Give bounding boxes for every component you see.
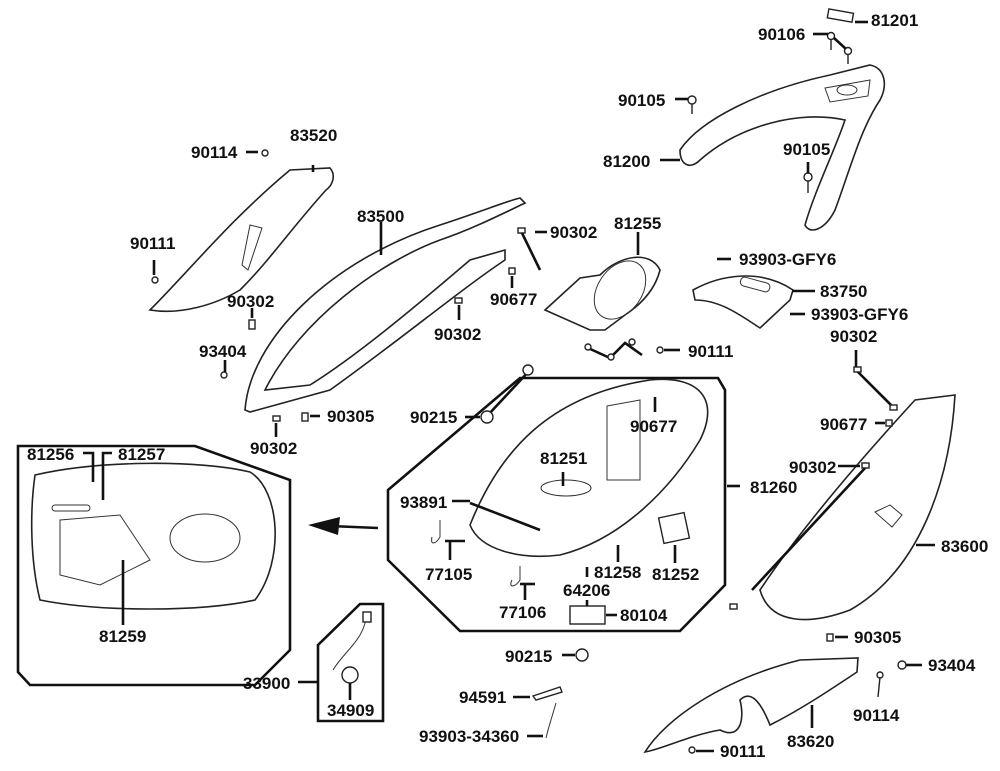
label-90215[interactable]: 90215 (410, 408, 458, 427)
label-90302[interactable]: 90302 (250, 439, 298, 458)
label-90677[interactable]: 90677 (820, 415, 868, 434)
label-90215[interactable]: 90215 (505, 647, 553, 666)
label-81259[interactable]: 81259 (99, 627, 147, 646)
cover-83600[interactable] (759, 394, 956, 621)
label-93903-34360[interactable]: 93903-34360 (419, 727, 520, 746)
label-33900[interactable]: 33900 (243, 674, 291, 693)
label-90305[interactable]: 90305 (854, 628, 902, 647)
detail-frame-left (16, 444, 292, 687)
label-80104[interactable]: 80104 (620, 606, 668, 625)
label-94591[interactable]: 94591 (459, 688, 507, 707)
label-90114[interactable]: 90114 (191, 143, 238, 162)
label-93891[interactable]: 93891 (400, 493, 448, 512)
label-81252[interactable]: 81252 (652, 565, 700, 584)
detail-frame-33900 (316, 602, 385, 723)
part-94591[interactable] (531, 686, 563, 701)
label-90677[interactable]: 90677 (490, 290, 538, 309)
label-83500[interactable]: 83500 (357, 207, 405, 226)
label-83600[interactable]: 83600 (941, 537, 989, 556)
label-90105[interactable]: 90105 (783, 140, 831, 159)
label-81201[interactable]: 81201 (871, 11, 919, 30)
label-90305[interactable]: 90305 (327, 407, 375, 426)
label-90302[interactable]: 90302 (789, 458, 837, 477)
detail-frame-center (386, 376, 727, 633)
seat-box-bottom-view[interactable] (30, 462, 276, 610)
label-90302[interactable]: 90302 (830, 327, 878, 346)
label-90106[interactable]: 90106 (758, 25, 806, 44)
label-77105[interactable]: 77105 (425, 565, 473, 584)
label-90302[interactable]: 90302 (550, 223, 598, 242)
cover-83500[interactable] (244, 197, 527, 413)
label-81251[interactable]: 81251 (540, 449, 588, 468)
label-81256[interactable]: 81256 (27, 445, 75, 464)
label-83520[interactable]: 83520 (290, 126, 338, 145)
cover-83520[interactable] (148, 167, 335, 313)
plate-81252[interactable] (657, 511, 691, 545)
harness-33900[interactable] (332, 611, 372, 684)
label-81257[interactable]: 81257 (118, 445, 166, 464)
label-81255[interactable]: 81255 (614, 214, 662, 233)
label-64206[interactable]: 64206 (563, 581, 611, 600)
label-93903-gfy6[interactable]: 93903-GFY6 (811, 305, 909, 324)
label-83620[interactable]: 83620 (787, 732, 835, 751)
label-90111[interactable]: 90111 (130, 234, 176, 253)
cover-83620[interactable] (643, 657, 859, 754)
label-90105[interactable]: 90105 (618, 91, 666, 110)
label-90677[interactable]: 90677 (630, 417, 678, 436)
label-81258[interactable]: 81258 (594, 563, 642, 582)
label-93404[interactable]: 93404 (199, 342, 247, 361)
part-81255[interactable] (543, 251, 661, 331)
label-81200[interactable]: 81200 (603, 152, 651, 171)
label-90111[interactable]: 90111 (720, 742, 766, 761)
part-83750[interactable] (692, 275, 794, 330)
label-90111[interactable]: 90111 (688, 342, 734, 361)
bolts-90106[interactable] (813, 31, 853, 65)
label-93404[interactable]: 93404 (928, 656, 976, 675)
part-80104[interactable] (569, 605, 606, 625)
label-93903-gfy6[interactable]: 93903-GFY6 (739, 250, 837, 269)
label-34909[interactable]: 34909 (327, 701, 375, 720)
rear-carrier-81200[interactable] (679, 64, 886, 231)
label-77106[interactable]: 77106 (499, 603, 547, 622)
label-90114[interactable]: 90114 (853, 706, 900, 725)
label-90302[interactable]: 90302 (227, 292, 275, 311)
label-81260[interactable]: 81260 (750, 478, 798, 497)
label-83750[interactable]: 83750 (820, 282, 868, 301)
label-90302[interactable]: 90302 (434, 325, 482, 344)
seat-box-81260[interactable] (469, 378, 709, 558)
pad-81201[interactable] (826, 8, 855, 23)
arrow-left-icon (308, 517, 379, 535)
